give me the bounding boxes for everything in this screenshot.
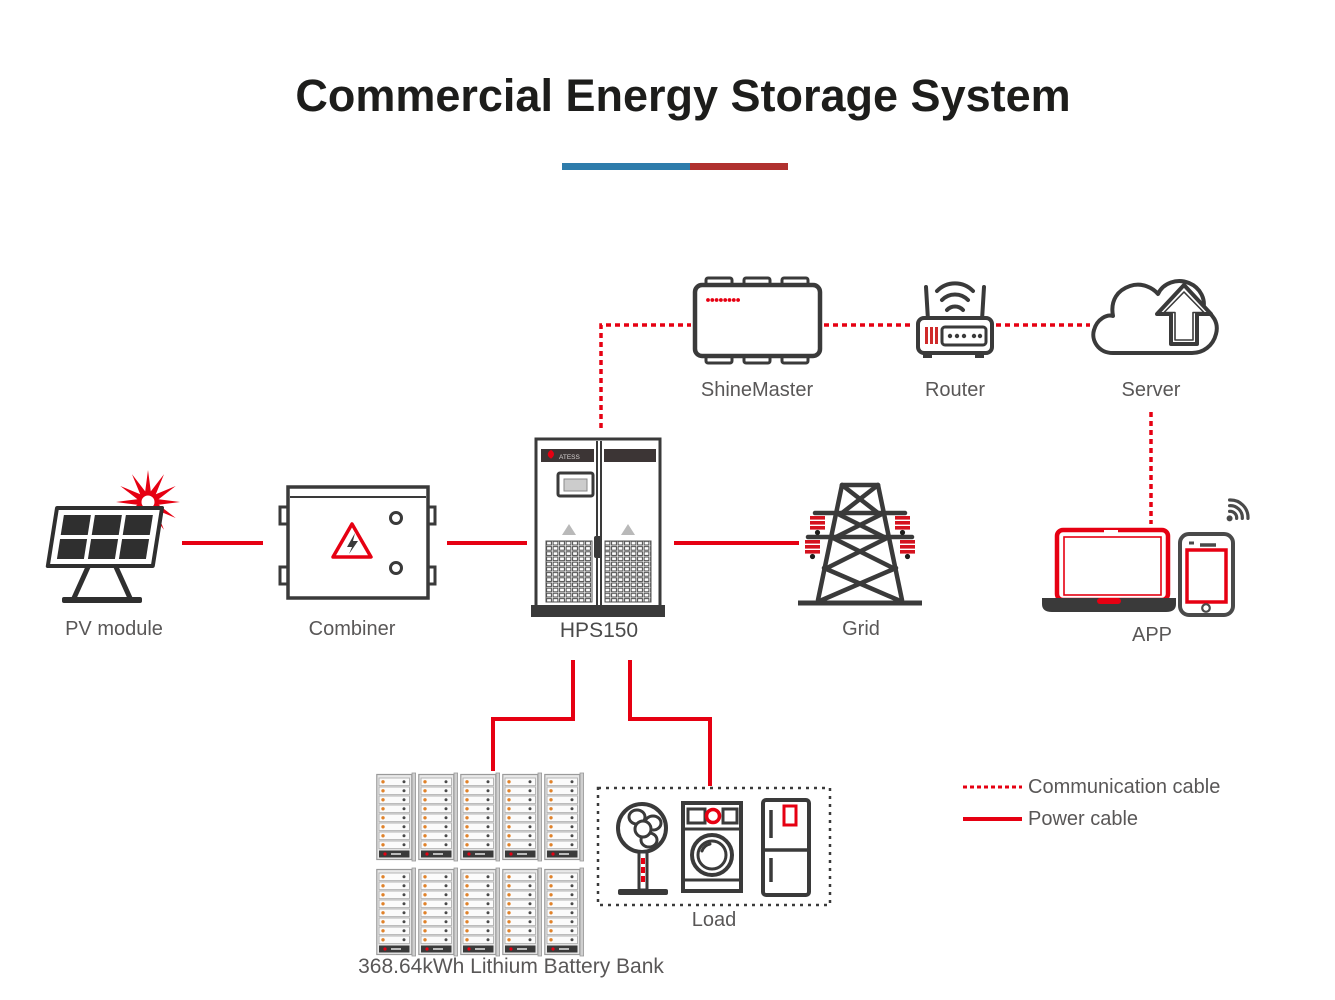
divider-red-segment <box>690 163 788 170</box>
wifi-icon <box>1226 498 1250 522</box>
battery-bank-label: 368.64kWh Lithium Battery Bank <box>358 955 664 978</box>
battery-rack-icon <box>544 772 584 862</box>
grid-label: Grid <box>842 618 880 640</box>
divider-blue-segment <box>562 163 690 170</box>
battery-rack-icon <box>418 867 458 957</box>
led-dots <box>706 298 740 302</box>
load-label: Load <box>691 909 737 931</box>
page-title: Commercial Energy Storage System <box>295 70 1071 121</box>
warning-triangle-icon <box>331 522 373 559</box>
legend-power-label: Power cable <box>1028 808 1139 830</box>
inverter-cabinet-icon: ATESS <box>531 437 665 617</box>
inverter-label: HPS150 <box>559 619 639 642</box>
fan-icon <box>616 802 668 895</box>
cloud-upload-icon <box>1091 279 1219 355</box>
battery-rack-icon <box>502 867 542 957</box>
power-cable-inverter-battery <box>491 660 575 771</box>
communication-cable-lines <box>599 323 1153 524</box>
legend-item-communication: Communication cable <box>1028 776 1220 799</box>
wifi-router-icon <box>916 281 994 358</box>
solar-panel-icon <box>45 470 180 603</box>
combiner-box-icon <box>278 485 437 600</box>
battery-rack-icon <box>460 772 500 862</box>
battery-rack-icon <box>376 867 416 957</box>
shinemaster-label: ShineMaster <box>700 379 814 401</box>
battery-rack-icon <box>460 867 500 957</box>
smartphone-icon <box>1178 532 1235 617</box>
router-label: Router <box>924 379 986 401</box>
comm-cable-inverter-shinemaster <box>599 323 691 428</box>
atess-flame-logo-icon <box>547 450 554 459</box>
laptop-smartphone-icon <box>1042 498 1250 617</box>
battery-rack-bank <box>376 772 584 957</box>
legend-item-power: Power cable <box>1028 808 1138 831</box>
legend-communication-label: Communication cable <box>1028 776 1221 798</box>
load-group <box>596 786 832 907</box>
insulator-icons <box>805 516 915 560</box>
legend-swatches <box>963 785 1022 821</box>
combiner-label: Combiner <box>308 618 396 640</box>
battery-rack-icon <box>376 772 416 862</box>
laptop-icon <box>1042 527 1176 612</box>
washing-machine-icon <box>681 801 743 893</box>
battery-rack-icon <box>418 772 458 862</box>
app-label: APP <box>1131 624 1173 646</box>
datalogger-box-icon <box>692 276 823 365</box>
refrigerator-icon <box>761 798 811 897</box>
battery-rack-icon <box>544 867 584 957</box>
load-dashed-box <box>596 786 832 907</box>
pv-module-label: PV module <box>65 618 163 640</box>
battery-rack-icon <box>502 772 542 862</box>
inverter-brand-text: ATESS <box>559 454 580 461</box>
power-cable-inverter-load <box>628 660 712 786</box>
power-cable-lines <box>182 541 799 786</box>
server-label: Server <box>1121 379 1181 401</box>
transmission-tower-icon <box>798 482 922 606</box>
title-divider <box>562 163 788 170</box>
